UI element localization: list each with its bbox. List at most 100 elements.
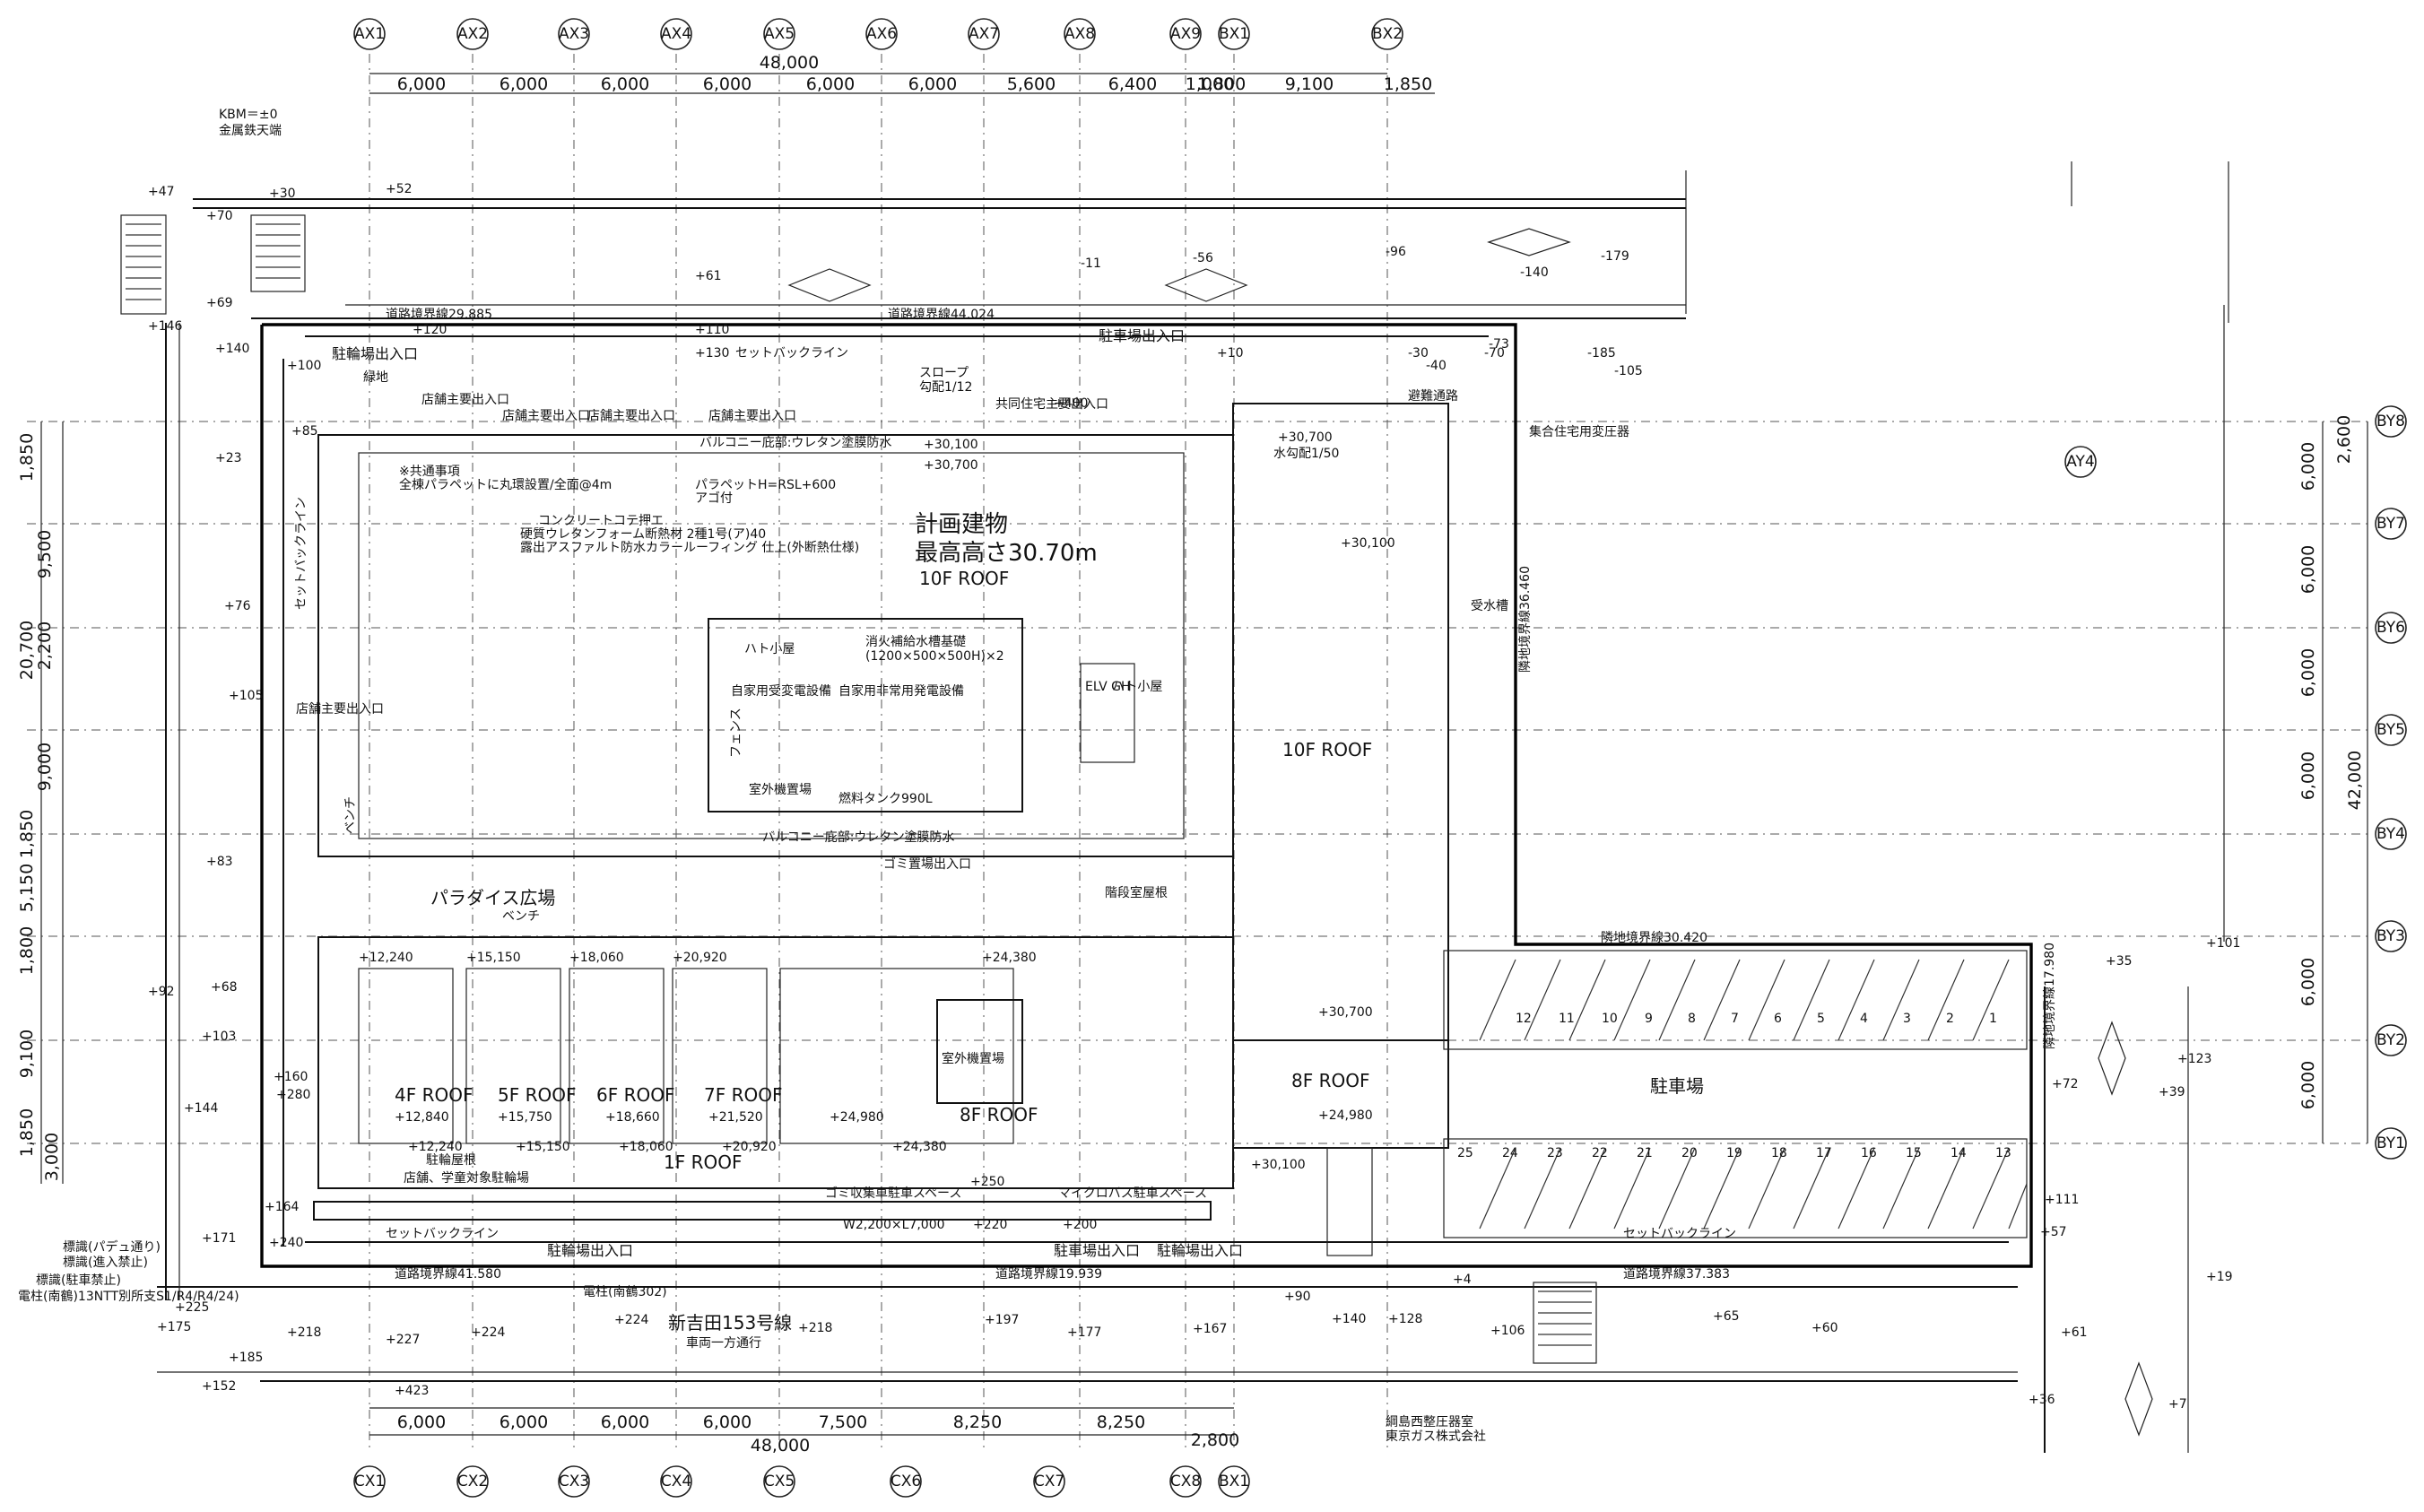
- level-20: +15,150: [516, 1140, 570, 1154]
- spot-elevation: +10: [1217, 346, 1244, 361]
- spot-elevation: +110: [695, 323, 729, 337]
- sign-1: 標識(パデュ通り): [63, 1239, 161, 1255]
- svg-text:BY4: BY4: [2376, 825, 2405, 843]
- grid-top-ax6: AX6: [865, 18, 898, 50]
- dim-bottom-1: 6,000: [397, 1412, 446, 1432]
- level-21: +18,060: [619, 1140, 673, 1154]
- spot-elevation: +35: [2106, 954, 2133, 969]
- svg-text:BY6: BY6: [2376, 619, 2405, 637]
- fence-label: フェンス: [729, 708, 743, 758]
- microbus: マイクロバス駐車スペース: [1058, 1186, 1207, 1201]
- spot-elevation: +103: [202, 1030, 236, 1044]
- dim-left-2: 20,700: [17, 621, 37, 680]
- level-17: +30,700: [1318, 1005, 1373, 1020]
- site-boundary-label-2: 隣地境界線36.460: [1518, 566, 1533, 673]
- dim-top-2: 6,000: [500, 74, 548, 94]
- shop-entry-5: 店舗主要出入口: [296, 702, 384, 717]
- plan-title: 計画建物: [915, 511, 1008, 538]
- parapet-1b: アゴ付: [695, 491, 733, 506]
- utility-pole-2: 電柱(南鶴)13NTT別所支S1/R4/R4/24): [18, 1289, 239, 1304]
- dim-top-1: 6,000: [397, 74, 446, 94]
- spot-elevation: +60: [1811, 1321, 1838, 1335]
- plan-height: 最高高さ30.70m: [915, 540, 1098, 567]
- asphalt-1: 露出アスファルト防水カラールーフィング 仕上(外断熱仕様): [520, 541, 859, 555]
- shop-entry-1: 店舗主要出入口: [502, 409, 590, 423]
- dim-left-7: 5,150: [17, 864, 37, 912]
- spot-elevations: +47+70+30+52+61-11-56-96-179-140-185-105…: [148, 182, 2240, 1412]
- dim-bottom-total: 48,000: [751, 1436, 810, 1456]
- evac-route: 避難通路: [1408, 389, 1458, 404]
- grid-top-ax3: AX3: [558, 18, 590, 50]
- spot-elevation: +200: [1063, 1218, 1097, 1232]
- spot-elevation: +52: [386, 182, 413, 196]
- level-14: +30,100: [1341, 536, 1395, 551]
- spot-elevation: +120: [413, 323, 447, 337]
- dim-left-5: 9,000: [35, 743, 55, 791]
- parking-stall-top-1: 1: [1989, 1012, 1997, 1026]
- parking-entry-bottom: 駐車場出入口: [1054, 1242, 1140, 1259]
- parking-stall-top-4: 4: [1860, 1012, 1868, 1026]
- svg-text:CX7: CX7: [1034, 1473, 1064, 1490]
- grid-right-by4: BY4: [2375, 818, 2407, 850]
- svg-text:BY3: BY3: [2376, 927, 2405, 945]
- svg-text:CX8: CX8: [1170, 1473, 1201, 1490]
- road-boundary-bottom-3: 道路境界線37.383: [1623, 1267, 1730, 1282]
- level-11: +30,100: [924, 438, 978, 452]
- svg-text:BY7: BY7: [2376, 515, 2405, 533]
- spot-elevation: +152: [202, 1379, 236, 1394]
- site-boundary-label: 隣地境界線30.420: [1601, 931, 1707, 945]
- parking-stall-bottom-15: 15: [1906, 1146, 1922, 1160]
- spot-elevation: +423: [395, 1384, 429, 1398]
- spot-elevation: +227: [386, 1333, 420, 1347]
- svg-text:CX4: CX4: [661, 1473, 691, 1490]
- road-boundary-top-2: 道路境界線44.024: [888, 308, 995, 322]
- dim-right-4: 6,000: [2298, 648, 2318, 697]
- level-2: +15,150: [466, 951, 521, 965]
- level-22: +20,920: [722, 1140, 777, 1154]
- level-6: +12,840: [395, 1110, 449, 1125]
- spot-elevation: +105: [229, 689, 263, 703]
- grid-top-ax1: AX1: [353, 18, 386, 50]
- level-8: +18,660: [605, 1110, 660, 1125]
- dim-left-10: 1,850: [17, 1108, 37, 1157]
- dim-top-5: 6,000: [806, 74, 855, 94]
- shop-bicycle: 店舗、学童対象駐輪場: [404, 1170, 529, 1186]
- power-1: 自家用受変電設備: [731, 683, 831, 699]
- parking-stall-bottom-22: 22: [1592, 1146, 1608, 1160]
- spot-elevation: +72: [2052, 1077, 2079, 1091]
- level-15: +24,980: [1318, 1108, 1373, 1123]
- kbm-label-2: 金属鉄天端: [219, 124, 282, 138]
- roof-4f: 4F ROOF: [395, 1084, 473, 1106]
- bench-label-2: ベンチ: [343, 796, 358, 834]
- water-grade: 水勾配1/50: [1273, 447, 1339, 461]
- grid-top-ax8: AX8: [1064, 18, 1096, 50]
- spot-elevation: +128: [1388, 1312, 1422, 1326]
- utility-pole: 電柱(南鶴302): [583, 1284, 667, 1299]
- crosswalks: [120, 214, 1597, 1364]
- roof-10f-b: 10F ROOF: [1282, 739, 1372, 760]
- note-common: ※共通事項: [399, 465, 460, 479]
- svg-text:BY2: BY2: [2376, 1031, 2405, 1049]
- svg-text:BY1: BY1: [2376, 1134, 2405, 1152]
- grid-right-by3: BY3: [2375, 920, 2407, 952]
- street-sub: 車両一方通行: [686, 1335, 761, 1351]
- parking-stall-bottom-24: 24: [1502, 1146, 1518, 1160]
- sign-3: 標識(駐車禁止): [36, 1273, 121, 1288]
- parking-stall-bottom-25: 25: [1457, 1146, 1473, 1160]
- dim-left-6: 1,850: [17, 810, 37, 858]
- dim-bottom-2: 6,000: [500, 1412, 548, 1432]
- parking-stall-top-10: 10: [1602, 1012, 1618, 1026]
- grid-right-by5: BY5: [2375, 714, 2407, 746]
- grid-top-bx1: BX1: [1218, 18, 1250, 50]
- spot-elevation: -11: [1081, 256, 1101, 271]
- grid-top-ax4: AX4: [660, 18, 692, 50]
- level-18: +24,380: [892, 1140, 947, 1154]
- dim-right-1: 2,600: [2334, 415, 2354, 464]
- level-7: +15,750: [498, 1110, 552, 1125]
- dimensions-left: 1,85020,7009,5002,2009,0001,8505,1501,80…: [17, 421, 64, 1184]
- parking-stall-top-5: 5: [1817, 1012, 1825, 1026]
- spot-elevation: +185: [229, 1351, 263, 1365]
- parking-stall-top-2: 2: [1946, 1012, 1954, 1026]
